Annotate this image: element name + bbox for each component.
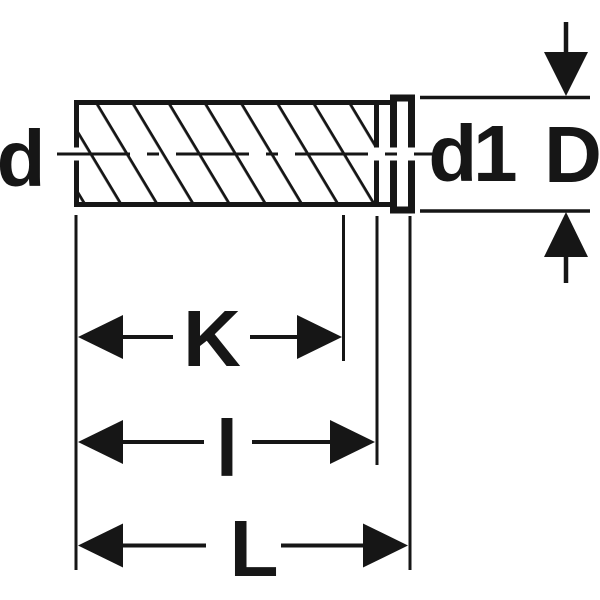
d-diameter-label: d (0, 114, 45, 203)
arrow-left-icon (78, 315, 123, 359)
line-break-mask (403, 147, 417, 161)
arrow-left-icon (78, 523, 123, 568)
dimension-l: l (78, 404, 375, 493)
dimension-L: L (78, 504, 408, 593)
d1-diameter-label: d1 (428, 109, 516, 198)
l-dimension-label: l (216, 404, 238, 493)
line-break-mask (369, 147, 383, 161)
arrow-up-icon (544, 212, 588, 257)
arrow-left-icon (78, 420, 123, 464)
D-diameter-label: D (544, 110, 600, 199)
neck (374, 100, 393, 207)
arrow-right-icon (363, 523, 408, 568)
k-dimension-label: K (183, 294, 241, 383)
dimension-K: K (78, 294, 342, 383)
L-dimension-label: L (230, 504, 279, 593)
arrow-down-icon (544, 52, 588, 96)
extension-lines (74, 215, 412, 570)
outer-diameter-reference (420, 22, 590, 283)
arrow-right-icon (330, 420, 375, 464)
arrow-right-icon (297, 315, 342, 359)
